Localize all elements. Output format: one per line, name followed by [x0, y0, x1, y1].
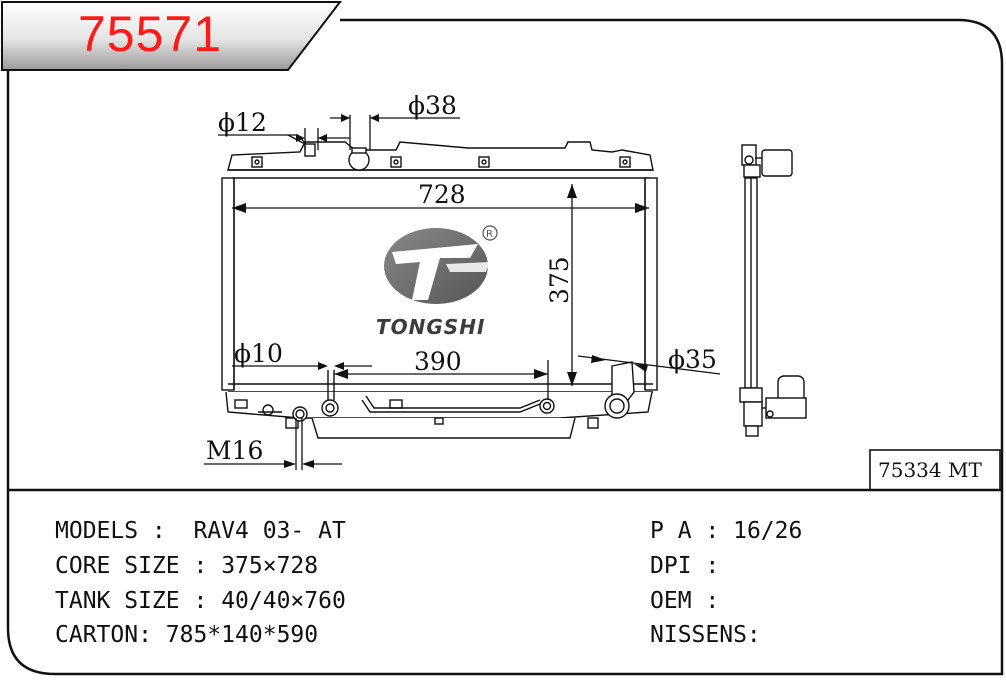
- cross-ref-box: [869, 449, 1001, 491]
- spec-value: 375×728: [221, 553, 319, 579]
- radiator-front-view: [221, 141, 658, 439]
- spec-label: DPI :: [650, 553, 720, 579]
- spec-label: MODELS :: [55, 518, 166, 544]
- spec-label: OEM :: [650, 588, 720, 614]
- registered-mark-icon: [482, 225, 498, 241]
- spec-label: P A :: [650, 518, 720, 544]
- spec-value: 40/40×760: [221, 588, 346, 614]
- spec-label: CORE SIZE :: [55, 553, 208, 579]
- spec-value: 785*140*590: [165, 622, 319, 648]
- spec-pa: P A : 16/26: [650, 516, 802, 546]
- dim-small-pipe-diameter: ϕ10: [234, 339, 283, 368]
- spec-label: NISSENS:: [650, 622, 761, 648]
- brand-name: TONGSHI: [376, 315, 485, 339]
- spec-value: RAV4 03- AT: [193, 518, 346, 544]
- brand-logo: R TONGSHI: [376, 225, 498, 339]
- sheet-frame: [6, 18, 1004, 676]
- spec-label: CARTON:: [55, 622, 152, 648]
- radiator-side-view: [739, 144, 807, 437]
- dim-pipe-span: 390: [414, 347, 462, 376]
- title-banner: [1, 1, 343, 71]
- dim-outlet-diameter: ϕ35: [668, 345, 717, 374]
- spec-models: MODELS : RAV4 03- AT: [55, 516, 346, 546]
- cross-reference: 75334 MT: [878, 458, 982, 482]
- spec-value: 16/26: [733, 518, 803, 544]
- dim-inlet-diameter: ϕ12: [218, 108, 267, 137]
- dim-mount-thread: M16: [206, 436, 263, 465]
- spec-nissens: NISSENS:: [650, 620, 775, 650]
- spec-oem: OEM :: [650, 586, 733, 616]
- spec-carton: CARTON: 785*140*590: [55, 620, 318, 650]
- dim-core-height: 375: [545, 256, 574, 304]
- spec-dpi: DPI :: [650, 551, 733, 581]
- spec-tank-size: TANK SIZE : 40/40×760: [55, 586, 346, 616]
- dimension-lines: [204, 114, 721, 470]
- dim-cap-diameter: ϕ38: [408, 91, 457, 120]
- registered-mark: R: [486, 229, 493, 240]
- spec-label: TANK SIZE :: [55, 588, 208, 614]
- part-number: 75571: [78, 6, 223, 62]
- dim-core-width: 728: [418, 180, 466, 209]
- spec-core-size: CORE SIZE : 375×728: [55, 551, 318, 581]
